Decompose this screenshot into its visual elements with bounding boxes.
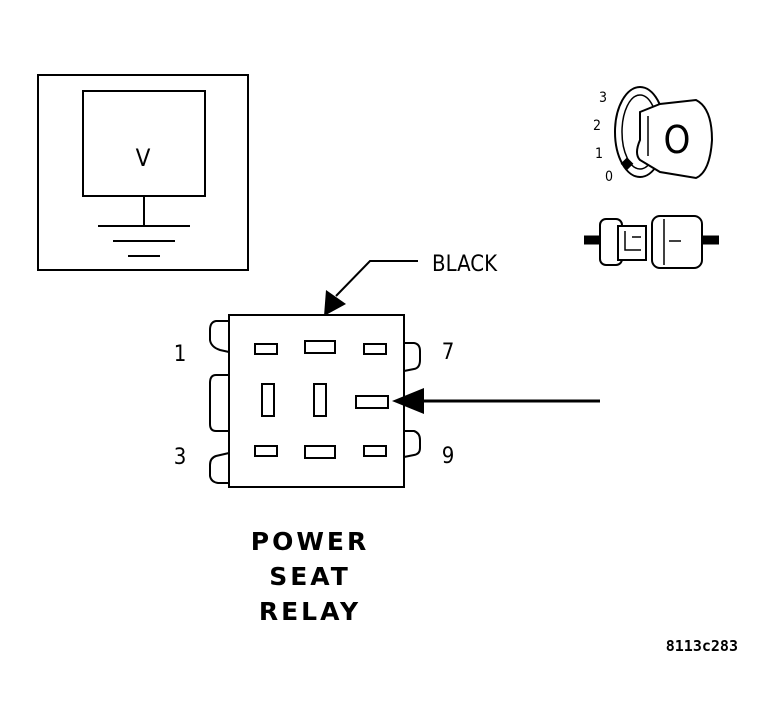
cavity-5: [313, 383, 327, 417]
pin-label-9: 9: [442, 444, 455, 469]
cavity-1: [254, 343, 278, 355]
pin-label-3: 3: [174, 445, 187, 470]
voltmeter-block: V: [37, 74, 249, 271]
relay-connector: [209, 314, 421, 488]
ignition-pos-3: 3: [599, 90, 607, 106]
pin-label-7: 7: [442, 340, 455, 365]
ignition-pos-2: 2: [593, 118, 601, 134]
cavity-8: [355, 395, 389, 409]
cavity-6: [304, 445, 336, 459]
key-label: O: [664, 118, 691, 162]
ignition-pos-1: 1: [595, 146, 603, 162]
ignition-switch-icon: 3 2 1 0 O: [593, 86, 714, 185]
meter-symbol: V: [136, 144, 151, 172]
title-line-1: POWER: [251, 527, 369, 556]
pin-label-1: 1: [174, 342, 187, 367]
cavity-2: [304, 340, 336, 354]
cavity-7: [363, 343, 387, 355]
title-line-3: RELAY: [259, 597, 361, 626]
connector-plug-icon: [584, 215, 719, 269]
meter-frame: [37, 74, 249, 271]
key-icon: [636, 98, 714, 180]
callout-arrowhead: [324, 290, 346, 316]
wire-color-label: BLACK: [432, 252, 498, 277]
cavity-4: [261, 383, 275, 417]
figure-code: 8113c283: [666, 637, 738, 655]
callout-leader: [335, 260, 418, 297]
ground-icon: [98, 196, 190, 257]
cavity-9: [363, 445, 387, 457]
title-line-2: SEAT: [269, 562, 351, 591]
test-point-arrowhead: [392, 388, 424, 414]
cavity-3: [254, 445, 278, 457]
ignition-pos-0: 0: [605, 169, 613, 185]
